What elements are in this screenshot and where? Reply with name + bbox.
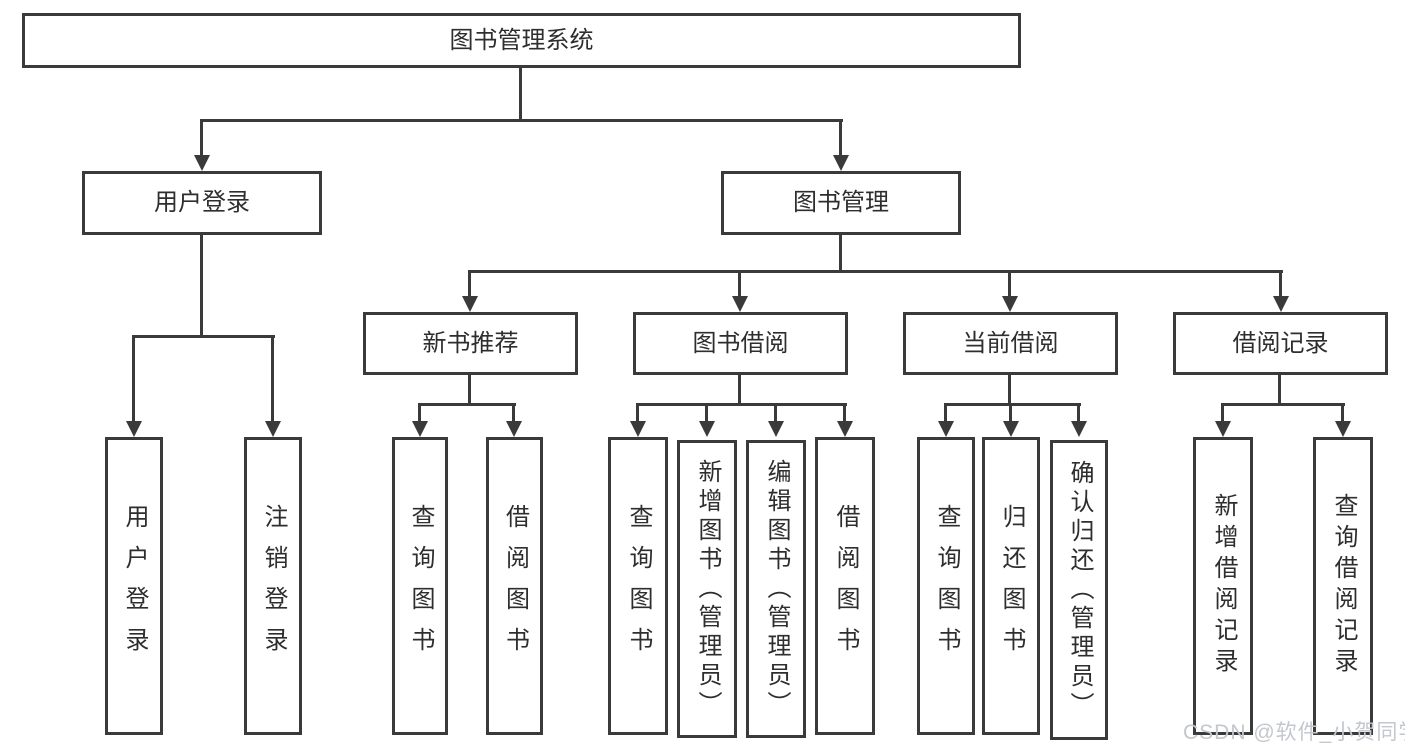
connector-line	[132, 335, 135, 423]
connector-line	[519, 67, 522, 119]
node-root: 图书管理系统	[22, 13, 1021, 68]
connector-line	[705, 403, 708, 425]
node-label: 查询图书	[625, 504, 652, 668]
connector-line	[944, 403, 947, 425]
leaf-confirm-return-admin: 确认归还（管理员）	[1050, 440, 1108, 740]
connector-line	[843, 403, 846, 425]
connector-line	[418, 403, 421, 425]
connector-line	[468, 270, 1283, 273]
arrow-down-icon	[837, 421, 853, 437]
arrow-down-icon	[462, 296, 478, 312]
node-label: 编辑图书（管理员）	[763, 458, 790, 720]
connector-line	[1221, 403, 1345, 406]
arrow-down-icon	[768, 421, 784, 437]
connector-line	[738, 270, 741, 300]
connector-line	[1221, 403, 1224, 425]
leaf-logout: 注销登录	[244, 437, 302, 735]
arrow-down-icon	[506, 421, 522, 437]
connector-line	[468, 270, 471, 300]
connector-line	[944, 403, 1081, 406]
connector-line	[468, 375, 471, 406]
arrow-down-icon	[126, 421, 142, 437]
node-label: 借阅图书	[501, 504, 529, 668]
node-label: 归还图书	[998, 504, 1025, 668]
arrow-down-icon	[1215, 421, 1231, 437]
leaf-borrow-books-1: 借阅图书	[486, 437, 543, 735]
arrow-down-icon	[194, 155, 210, 171]
connector-line	[839, 235, 842, 273]
leaf-borrow-books-2: 借阅图书	[815, 437, 875, 735]
leaf-add-book-admin: 新增图书（管理员）	[677, 440, 737, 738]
node-label: 确认归还（管理员）	[1066, 459, 1093, 721]
node-label: 用户登录	[121, 504, 148, 668]
node-label: 借阅记录	[1232, 329, 1329, 357]
node-label: 查询图书	[407, 504, 434, 668]
leaf-query-books-2: 查询图书	[608, 437, 668, 735]
leaf-user-login: 用户登录	[105, 437, 163, 735]
arrow-down-icon	[1002, 296, 1018, 312]
arrow-down-icon	[699, 421, 715, 437]
node-label: 新书推荐	[422, 329, 519, 357]
node-label: 图书管理	[793, 189, 889, 216]
leaf-add-borrow-record: 新增借阅记录	[1193, 437, 1253, 735]
node-new-book-recommendation: 新书推荐	[363, 312, 578, 375]
arrow-down-icon	[1071, 421, 1087, 437]
connector-line	[636, 403, 639, 425]
node-label: 用户登录	[154, 189, 250, 216]
node-user-login: 用户登录	[82, 171, 322, 235]
connector-line	[132, 335, 275, 338]
connector-line	[738, 375, 741, 406]
leaf-return-books: 归还图书	[982, 437, 1040, 735]
node-label: 当前借阅	[962, 329, 1059, 357]
node-label: 图书借阅	[692, 329, 789, 357]
node-label: 查询借阅记录	[1330, 493, 1357, 679]
node-current-borrowing: 当前借阅	[903, 312, 1118, 375]
arrow-down-icon	[1335, 421, 1351, 437]
arrow-down-icon	[630, 421, 646, 437]
node-book-management: 图书管理	[721, 171, 961, 235]
connector-line	[200, 119, 203, 157]
connector-line	[1008, 375, 1011, 406]
arrow-down-icon	[938, 421, 954, 437]
connector-line	[418, 403, 516, 406]
arrow-down-icon	[1003, 421, 1019, 437]
leaf-query-books-3: 查询图书	[917, 437, 975, 735]
connector-line	[1009, 403, 1012, 425]
connector-line	[200, 119, 843, 122]
connector-line	[271, 335, 274, 423]
connector-line	[200, 235, 203, 337]
node-borrowing-records: 借阅记录	[1173, 312, 1388, 375]
connector-line	[1077, 403, 1080, 425]
connector-line	[1341, 403, 1344, 425]
leaf-edit-book-admin: 编辑图书（管理员）	[746, 440, 806, 738]
arrow-down-icon	[265, 421, 281, 437]
connector-line	[1278, 375, 1281, 406]
connector-line	[1279, 270, 1282, 300]
node-label: 查询图书	[933, 504, 960, 668]
node-label: 注销登录	[260, 504, 287, 668]
node-book-borrowing: 图书借阅	[633, 312, 848, 375]
arrow-down-icon	[1273, 296, 1289, 312]
connector-line	[636, 403, 847, 406]
connector-line	[1008, 270, 1011, 300]
watermark: CSDN @软件_小贺同学	[1183, 721, 1405, 744]
arrow-down-icon	[732, 296, 748, 312]
leaf-query-books-1: 查询图书	[392, 437, 448, 735]
connector-line	[774, 403, 777, 425]
connector-line	[839, 119, 842, 157]
node-label: 借阅图书	[832, 504, 859, 668]
leaf-query-borrow-record: 查询借阅记录	[1313, 437, 1373, 735]
node-label: 图书管理系统	[449, 26, 594, 54]
arrow-down-icon	[833, 155, 849, 171]
arrow-down-icon	[412, 421, 428, 437]
node-label: 新增图书（管理员）	[694, 458, 721, 720]
connector-line	[512, 403, 515, 425]
node-label: 新增借阅记录	[1210, 493, 1237, 679]
